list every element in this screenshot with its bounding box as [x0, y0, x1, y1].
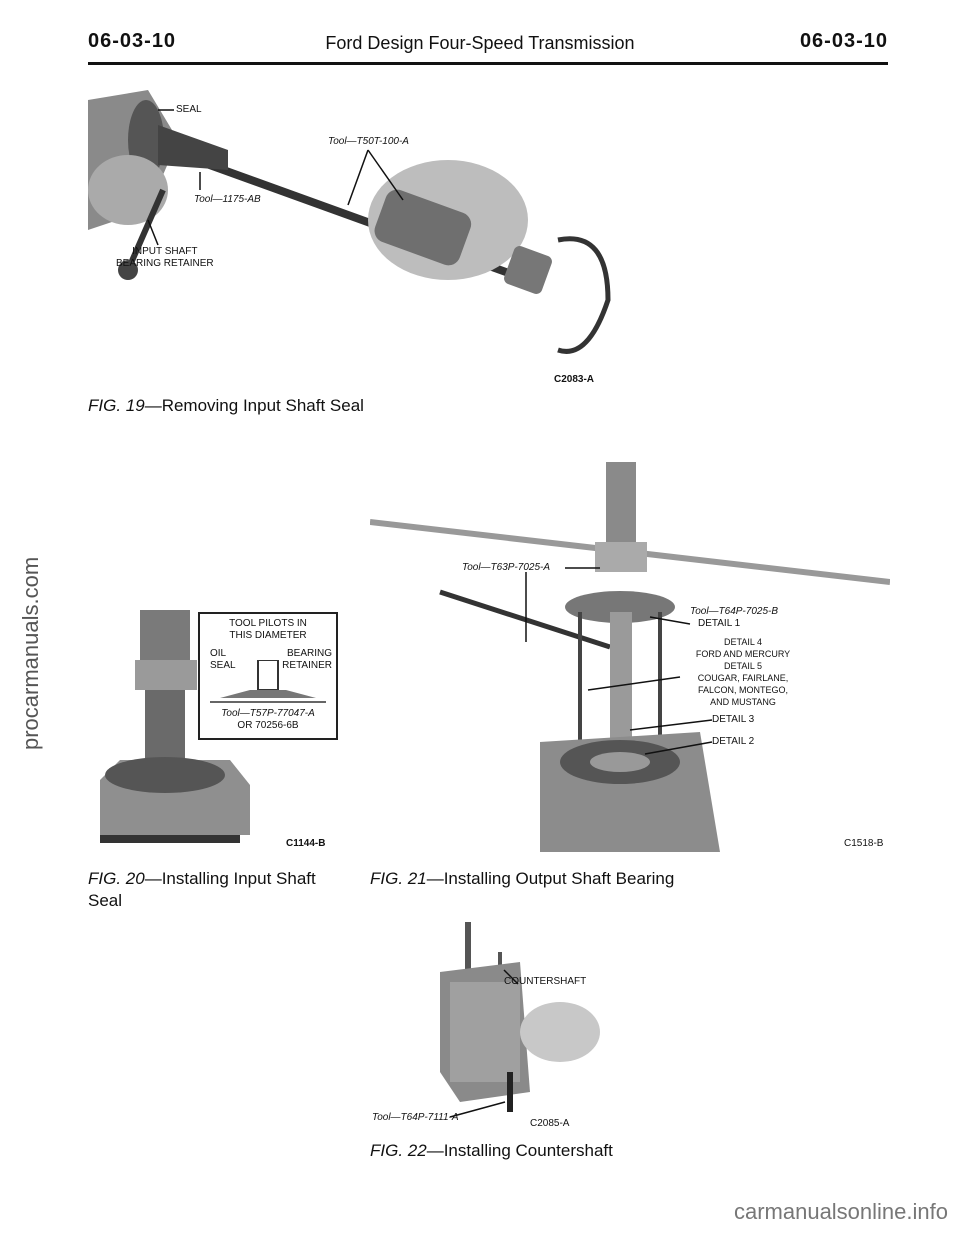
fig20-label-oil: OIL [210, 648, 227, 659]
fig21-label-detail5-sub1: COUGAR, FAIRLANE, [697, 673, 789, 683]
fig19-label-seal: SEAL [176, 104, 202, 115]
fig21-label-detail2: DETAIL 2 [712, 736, 755, 747]
fig21-caption: FIG. 21—Installing Output Shaft Bearing [370, 868, 674, 890]
fig20-label-tool-2: OR 70256-6B [237, 720, 299, 731]
fig21-label-detail1: DETAIL 1 [698, 618, 741, 629]
fig22-label-countershaft: COUNTERSHAFT [504, 976, 587, 987]
fig22-caption: FIG. 22—Installing Countershaft [370, 1140, 613, 1162]
fig22-caption-number: FIG. 22 [370, 1141, 427, 1160]
fig20-label-retainer: RETAINER [282, 660, 332, 671]
fig19-label-retainer-1: INPUT SHAFT [132, 246, 198, 257]
fig22-code: C2085-A [530, 1118, 570, 1129]
fig21-label-detail5-sub2: FALCON, MONTEGO, [697, 685, 788, 695]
fig21-label-detail4-title: DETAIL 4 [723, 637, 762, 647]
fig20-caption-text-2: Seal [88, 891, 123, 910]
fig21-caption-number: FIG. 21 [370, 869, 427, 888]
fig21-label-detail5-sub3: AND MUSTANG [710, 697, 776, 707]
fig21-illustration: Tool—T63P-7025-A Tool—T64P-7025-B DETAIL… [369, 462, 891, 854]
fig19-caption-text: —Removing Input Shaft Seal [144, 396, 364, 415]
fig21-label-detail4: DETAIL 4 FORD AND MERCURY DETAIL 5 COUGA… [668, 636, 818, 708]
fig21-label-tool-a: Tool—T63P-7025-A [462, 562, 551, 573]
fig19-label-retainer: INPUT SHAFT BEARING RETAINER [116, 246, 214, 270]
fig21-label-tool-b: Tool—T64P-7025-B [690, 606, 779, 617]
fig20-label-pilot-1: TOOL PILOTS IN [229, 618, 307, 629]
fig19-drawing [88, 80, 628, 380]
page-code-left: 06-03-10 [88, 30, 177, 52]
fig19-code: C2083-A [554, 374, 595, 385]
fig19-label-tool-1175: Tool—1175-AB [194, 194, 261, 205]
fig19-label-retainer-2: BEARING RETAINER [116, 258, 214, 269]
header-rule [88, 62, 888, 65]
fig20-code: C1144-B [286, 838, 326, 849]
page-title: Ford Design Four-Speed Transmission [325, 33, 635, 53]
fig20-label-tool: Tool—T57P-77047-A OR 70256-6B [200, 708, 336, 732]
fig20-label-pilot-2: THIS DIAMETER [229, 630, 307, 641]
fig22-label-tool: Tool—T64P-7111-A [372, 1112, 459, 1123]
fig20-label-bearing: BEARING [286, 648, 332, 659]
fig19-illustration: SEAL Tool—T50T-100-A Tool—1175-AB INPUT … [88, 80, 628, 385]
fig19-caption-number: FIG. 19 [88, 396, 145, 415]
fig22-drawing [380, 922, 620, 1132]
watermark-bottom: carmanualsonline.info [733, 1199, 948, 1224]
fig21-caption-text: —Installing Output Shaft Bearing [426, 869, 675, 888]
fig20-label-oil-seal: OIL SEAL [210, 648, 236, 672]
fig20-caption: FIG. 20—Installing Input Shaft Seal [88, 868, 338, 912]
fig22-illustration: COUNTERSHAFT Tool—T64P-7111-A C2085-A [372, 922, 620, 1132]
fig22-caption-text: —Installing Countershaft [426, 1141, 613, 1160]
fig20-label-seal: SEAL [210, 660, 236, 671]
fig21-label-detail3: DETAIL 3 [712, 714, 755, 725]
fig20-caption-number: FIG. 20 [88, 869, 145, 888]
fig19-label-tool-100: Tool—T50T-100-A [328, 136, 409, 147]
fig21-drawing [369, 462, 891, 854]
page-code-right: 06-03-10 [799, 30, 888, 52]
fig21-label-detail4-sub: FORD AND MERCURY [695, 649, 791, 659]
fig20-label-bearing-retainer: BEARING RETAINER [282, 648, 332, 672]
fig20-label-pilot: TOOL PILOTS IN THIS DIAMETER [200, 618, 336, 642]
fig20-inset: TOOL PILOTS IN THIS DIAMETER OIL SEAL BE… [198, 612, 338, 740]
fig20-illustration: TOOL PILOTS IN THIS DIAMETER OIL SEAL BE… [100, 610, 340, 850]
fig20-label-tool-1: Tool—T57P-77047-A [221, 708, 315, 719]
fig21-label-detail5-title: DETAIL 5 [723, 661, 762, 671]
fig20-inset-diagram [210, 660, 326, 703]
fig19-caption: FIG. 19—Removing Input Shaft Seal [88, 395, 364, 417]
fig21-code: C1518-B [844, 838, 884, 849]
fig20-caption-text: —Installing Input Shaft [144, 869, 316, 888]
watermark-side: procarmanuals.com [18, 556, 43, 750]
